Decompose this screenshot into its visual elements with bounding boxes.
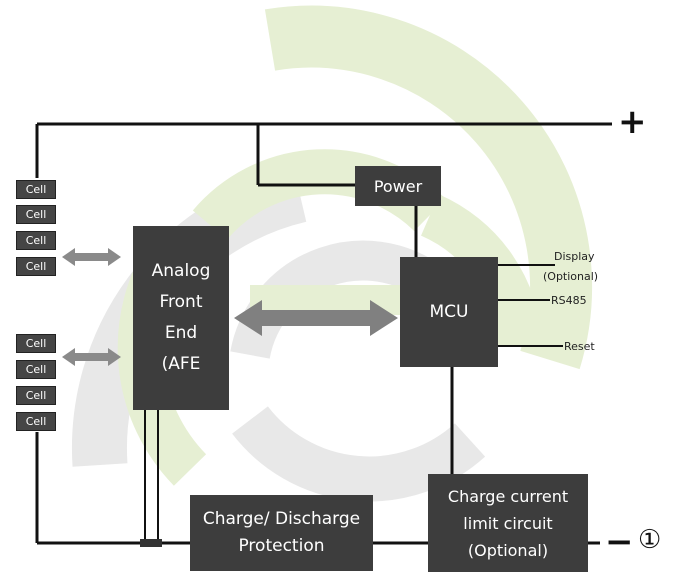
wiring xyxy=(35,122,612,547)
charge-discharge-protection-block: Charge/ Discharge Protection xyxy=(190,495,373,571)
cell-top-4: Cell xyxy=(16,257,56,276)
charge-current-limit-block: Charge current limit circuit (Optional) xyxy=(428,474,588,572)
display-optional-label: (Optional) xyxy=(543,270,599,283)
double-arrow-icon xyxy=(234,300,398,336)
cell-top-3: Cell xyxy=(16,231,56,250)
negative-terminal: − xyxy=(605,522,634,562)
afe-label-line: End xyxy=(164,323,198,343)
cell-bottom-2: Cell xyxy=(16,360,56,379)
charge-limit-label-line: limit circuit xyxy=(463,513,553,533)
afe-block: Analog Front End (AFE xyxy=(133,226,229,410)
afe-label-line: Analog xyxy=(151,261,211,281)
cell-bottom-4: Cell xyxy=(16,412,56,431)
cell-bottom-3: Cell xyxy=(16,386,56,405)
display-label: Display xyxy=(554,250,595,263)
double-arrow-icon xyxy=(62,348,121,366)
charge-limit-label-line: Charge current xyxy=(447,486,569,506)
charge-limit-label-line: (Optional) xyxy=(467,540,549,560)
protection-label-line: Charge/ Discharge xyxy=(202,509,361,529)
cell-top-2: Cell xyxy=(16,205,56,224)
power-block: Power xyxy=(355,166,441,206)
reset-label: Reset xyxy=(564,340,595,353)
rs485-label: RS485 xyxy=(551,294,587,307)
double-arrow-icon xyxy=(62,248,121,266)
cell-bottom-1: Cell xyxy=(16,334,56,353)
afe-label-line: Front xyxy=(159,292,203,312)
cell-top-1: Cell xyxy=(16,180,56,199)
protection-label-line: Protection xyxy=(238,536,325,556)
mcu-block: MCU xyxy=(400,257,498,367)
afe-label-line: (AFE xyxy=(161,354,201,374)
circled-number-marker: ① xyxy=(638,525,662,555)
positive-terminal: + xyxy=(618,102,647,142)
